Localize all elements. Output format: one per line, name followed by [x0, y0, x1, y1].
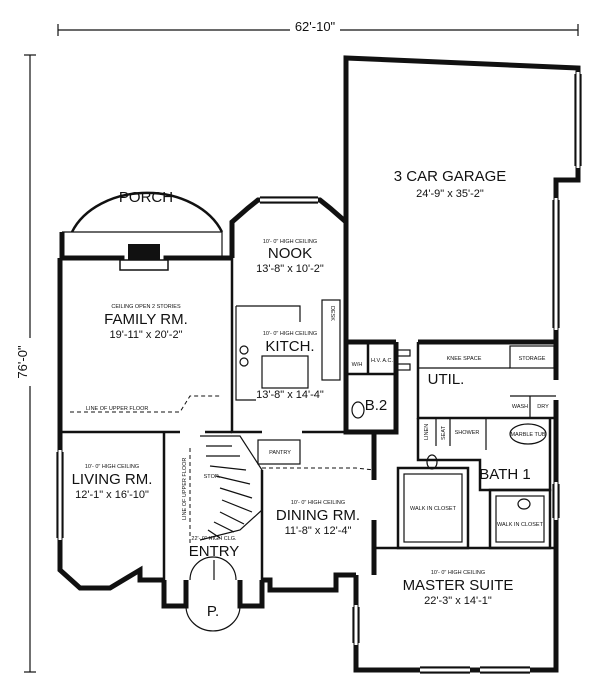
pantry-label: PANTRY — [269, 450, 291, 456]
closet-a-label: WALK IN CLOSET — [410, 506, 457, 512]
nook-name: NOOK — [268, 245, 312, 262]
storage-label: STORAGE — [519, 356, 546, 362]
living-name: LIVING RM. — [72, 471, 153, 488]
dining-ceiling: 10'- 0" HIGH CEILING — [291, 500, 345, 506]
overall-depth-dimension: 76'-0" — [15, 54, 36, 673]
family-ceiling: CEILING OPEN 2 STORIES — [111, 304, 181, 310]
upper-floor-note-vertical: LINE OF UPPER FLOOR — [182, 458, 188, 520]
overall-depth-label: 76'-0" — [15, 345, 30, 379]
b2-name: B.2 — [365, 397, 388, 414]
util-name: UTIL. — [428, 371, 465, 388]
overall-width-dimension: 62'-10" — [57, 19, 579, 36]
b2-labels: B.2 — [365, 397, 388, 414]
garage-size: 24'-9" x 35'-2" — [416, 188, 484, 200]
shower-label: SHOWER — [455, 430, 480, 436]
garage-labels: 3 CAR GARAGE 24'-9" x 35'-2" — [394, 168, 507, 200]
knee-space-label: KNEE SPACE — [447, 356, 482, 362]
stor-label: STOR. — [204, 474, 221, 480]
closet-b-label: WALK IN CLOSET — [497, 522, 544, 528]
hvac-label: H.V. A.C. — [371, 358, 394, 364]
kitchen-ceiling: 10'- 0" HIGH CEILING — [263, 331, 317, 337]
dining-size: 11'-8" x 12'-4" — [285, 525, 352, 537]
front-stoop — [185, 556, 241, 632]
seat-label: SEAT — [441, 425, 447, 440]
wash-label: WASH — [512, 404, 528, 410]
bath1-name: BATH 1 — [479, 466, 530, 483]
nook-labels: 10'- 0" HIGH CEILING NOOK 13'-8" x 10'-2… — [256, 239, 324, 275]
nook-ceiling: 10'- 0" HIGH CEILING — [263, 239, 317, 245]
dry-label: DRY — [537, 404, 549, 410]
water-heater-label: W/H — [352, 362, 363, 368]
garage-steps — [395, 349, 411, 371]
misc-labels: PANTRY STOR. P. — [204, 450, 292, 620]
entry-labels: 22'- 0" HIGH CLG. ENTRY — [189, 536, 240, 560]
bath1-labels: BATH 1 LINEN SEAT SHOWER MARBLE TUB — [424, 424, 546, 483]
linen-label: LINEN — [424, 424, 430, 440]
fireplace — [119, 244, 169, 271]
dining-labels: 10'- 0" HIGH CEILING DINING RM. 11'-8" x… — [276, 500, 360, 537]
overall-width-label: 62'-10" — [295, 19, 336, 34]
family-size: 19'-11" x 20'-2" — [110, 329, 183, 341]
dining-name: DINING RM. — [276, 507, 360, 524]
family-name: FAMILY RM. — [104, 311, 188, 328]
staircase — [206, 445, 253, 539]
living-size: 12'-1" x 16'-10" — [75, 489, 149, 501]
master-ceiling: 10'- 0" HIGH CEILING — [431, 570, 485, 576]
family-labels: CEILING OPEN 2 STORIES FAMILY RM. 19'-11… — [104, 304, 188, 341]
entry-ceiling: 22'- 0" HIGH CLG. — [191, 536, 237, 542]
garage-name: 3 CAR GARAGE — [394, 168, 507, 185]
master-size: 22'-3" x 14'-1" — [424, 595, 492, 607]
closet-labels: WALK IN CLOSET WALK IN CLOSET — [410, 506, 544, 528]
entry-name: ENTRY — [189, 543, 240, 560]
bath-fixtures — [351, 401, 547, 510]
kitchen-labels: 10'- 0" HIGH CEILING KITCH. 13'-8" x 14'… — [256, 331, 324, 401]
upper-floor-lines: LINE OF UPPER FLOOR LINE OF UPPER FLOOR — [70, 395, 375, 544]
master-labels: 10'- 0" HIGH CEILING MASTER SUITE 22'-3"… — [403, 570, 514, 607]
interior-walls — [60, 222, 556, 580]
kitchen-name: KITCH. — [265, 338, 314, 355]
living-ceiling: 10'- 0" HIGH CEILING — [85, 464, 139, 470]
upper-floor-note: LINE OF UPPER FLOOR — [86, 406, 148, 412]
porch-label: PORCH — [119, 189, 173, 206]
porch: PORCH — [61, 189, 224, 258]
kitchen-fixtures: DESK — [235, 299, 341, 401]
p-label: P. — [207, 603, 219, 620]
nook-size: 13'-8" x 10'-2" — [256, 263, 324, 275]
tub-label: MARBLE TUB — [510, 432, 545, 438]
desk-label: DESK — [329, 306, 335, 321]
master-name: MASTER SUITE — [403, 577, 514, 594]
util-labels: UTIL. KNEE SPACE STORAGE WASH DRY H.V. A… — [352, 356, 549, 410]
kitchen-size: 13'-8" x 14'-4" — [256, 389, 324, 401]
living-labels: 10'- 0" HIGH CEILING LIVING RM. 12'-1" x… — [72, 464, 153, 501]
